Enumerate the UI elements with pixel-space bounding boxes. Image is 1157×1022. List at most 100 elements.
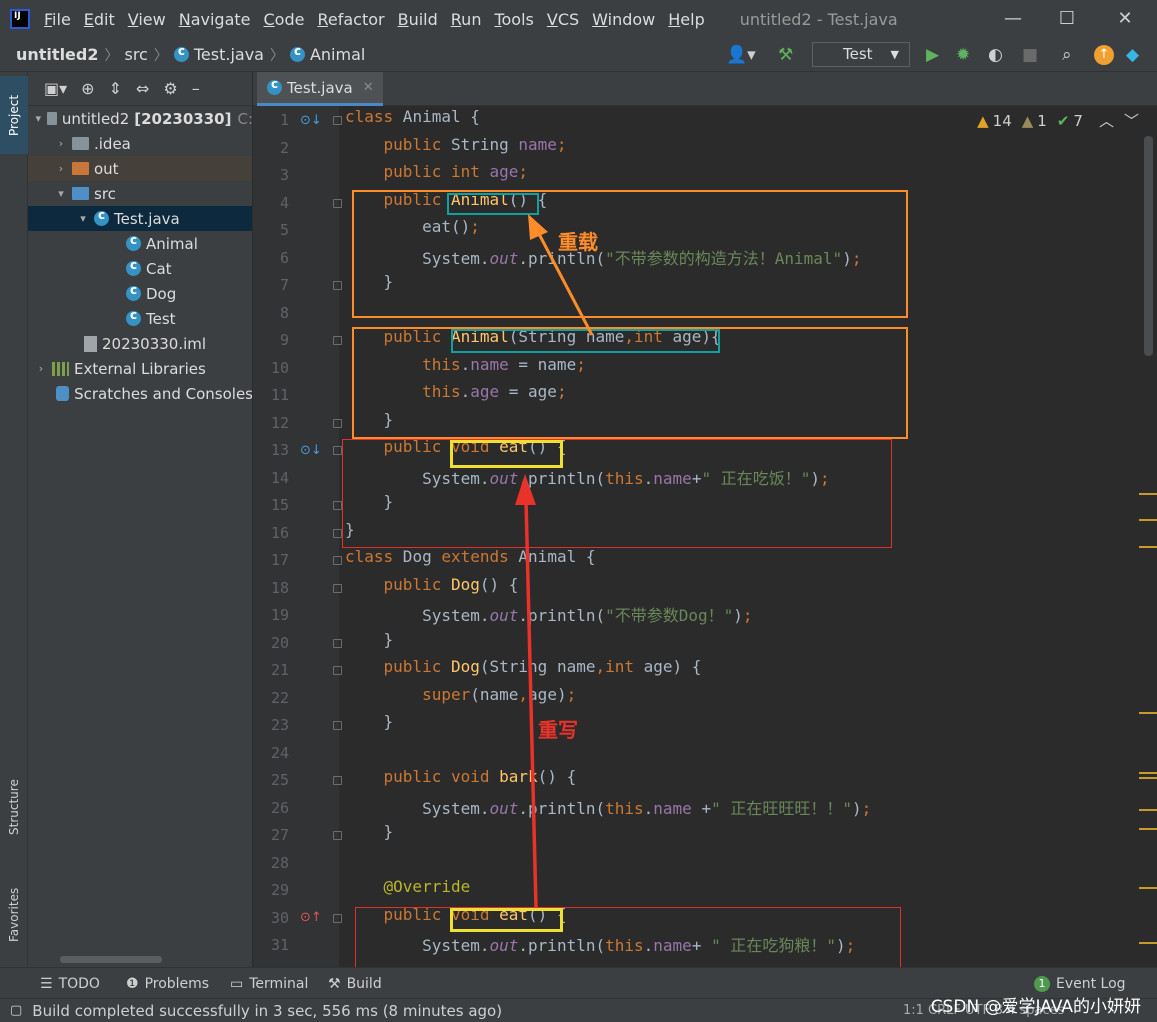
- menu-help[interactable]: Help: [668, 9, 705, 29]
- inspection-widget[interactable]: ▲ 14 ▲ 1 ✔ 7 ︿ ﹀: [977, 110, 1139, 131]
- coverage-icon[interactable]: ◐: [988, 45, 1003, 65]
- tree-item-iml[interactable]: 20230330.iml: [28, 331, 252, 356]
- tree-item-class-animal[interactable]: Animal: [28, 231, 252, 256]
- collapse-all-icon[interactable]: ⇔: [135, 79, 150, 98]
- project-horizontal-scrollbar[interactable]: [60, 956, 162, 963]
- menu-build[interactable]: Build: [397, 9, 438, 29]
- stop-icon[interactable]: ■: [1022, 45, 1039, 65]
- build-tool-button[interactable]: ⚒ Build: [328, 976, 382, 992]
- project-view-dropdown-icon[interactable]: ▣▾: [44, 79, 68, 98]
- search-icon[interactable]: ⌕: [1062, 45, 1072, 65]
- warning-marker[interactable]: [1139, 777, 1157, 779]
- fold-marker-icon[interactable]: [333, 528, 342, 538]
- tool-window-structure[interactable]: Structure: [7, 779, 21, 835]
- tab-test-java[interactable]: Test.java ✕: [257, 72, 383, 106]
- editor-vertical-scrollbar[interactable]: [1144, 136, 1153, 356]
- tool-window-project[interactable]: Project: [0, 76, 28, 154]
- warning-marker[interactable]: [1139, 712, 1157, 714]
- warning-marker[interactable]: [1139, 546, 1157, 548]
- tree-item-class-cat[interactable]: Cat: [28, 256, 252, 281]
- expand-all-icon[interactable]: ⇕: [108, 79, 122, 98]
- code-editor[interactable]: ▲ 14 ▲ 1 ✔ 7 ︿ ﹀: [339, 106, 1157, 967]
- menu-refactor[interactable]: Refactor: [317, 9, 385, 29]
- build-hammer-icon[interactable]: ⚒: [778, 45, 794, 65]
- locate-file-icon[interactable]: ⊕: [81, 79, 95, 98]
- csdn-watermark: CSDN @爱学JAVA的小妍妍: [930, 997, 1141, 1017]
- chevron-up-icon[interactable]: ︿: [1098, 112, 1114, 130]
- fold-marker-icon[interactable]: [333, 721, 342, 730]
- fold-marker-icon[interactable]: [333, 666, 342, 675]
- fold-marker-icon[interactable]: [333, 638, 342, 648]
- tree-item-scratches[interactable]: Scratches and Consoles: [28, 381, 252, 406]
- overridden-icon[interactable]: ⊙↓: [300, 443, 322, 458]
- fold-marker-icon[interactable]: [333, 831, 342, 840]
- menu-navigate[interactable]: Navigate: [178, 9, 251, 29]
- fold-marker-icon[interactable]: [333, 281, 342, 290]
- tree-item-external-libraries[interactable]: › External Libraries: [28, 356, 252, 381]
- user-icon[interactable]: 👤▾: [726, 45, 756, 65]
- tree-item-label: Test.java: [114, 209, 180, 228]
- tree-item-src[interactable]: ▾ src: [28, 181, 252, 206]
- menu-code[interactable]: Code: [263, 9, 305, 29]
- fold-marker-icon[interactable]: [333, 501, 342, 510]
- menu-view[interactable]: View: [127, 9, 166, 29]
- fold-marker-icon[interactable]: [333, 198, 342, 208]
- hide-panel-icon[interactable]: –: [191, 79, 200, 98]
- jetbrains-toolbox-icon[interactable]: ◆: [1126, 45, 1140, 65]
- menu-window[interactable]: Window: [592, 9, 656, 29]
- tree-item-class-dog[interactable]: Dog: [28, 281, 252, 306]
- tree-item-out[interactable]: › out: [28, 156, 252, 181]
- problems-tool-button[interactable]: ❶ Problems: [126, 976, 210, 992]
- tree-item-project-root[interactable]: ▾ untitled2 [20230330] C:: [28, 106, 252, 131]
- warning-marker[interactable]: [1139, 887, 1157, 889]
- fold-marker-icon[interactable]: [333, 913, 342, 923]
- menu-tools[interactable]: Tools: [494, 9, 534, 29]
- fold-marker-icon[interactable]: [333, 556, 342, 565]
- tool-window-favorites[interactable]: Favorites: [7, 887, 21, 942]
- fold-marker-icon[interactable]: [333, 336, 342, 345]
- warning-marker[interactable]: [1139, 519, 1157, 521]
- fold-marker-icon[interactable]: [333, 418, 342, 428]
- event-log-button[interactable]: 1 Event Log: [1034, 976, 1126, 992]
- fold-marker-icon[interactable]: [333, 116, 342, 125]
- tree-item-label: Animal: [146, 234, 198, 253]
- warning-marker[interactable]: [1139, 942, 1157, 944]
- terminal-tool-button[interactable]: ▭ Terminal: [230, 976, 309, 992]
- fold-marker-icon[interactable]: [333, 776, 342, 785]
- maximize-button[interactable]: ☐: [1058, 8, 1076, 29]
- run-configuration-select[interactable]: Test ▼: [812, 42, 910, 67]
- implemented-icon[interactable]: ⊙↓: [300, 113, 322, 128]
- breadcrumb-file[interactable]: Test.java: [193, 45, 264, 64]
- status-indicators[interactable]: 1:1 CRLF UTF-8 4 spaces: [903, 1003, 1065, 1018]
- line-number: 15: [270, 496, 289, 514]
- menu-file[interactable]: File: [44, 9, 71, 29]
- breadcrumb-project[interactable]: untitled2: [16, 45, 99, 64]
- tree-item-test-java[interactable]: ▾ Test.java: [28, 206, 252, 231]
- chevron-down-icon[interactable]: ﹀: [1123, 112, 1139, 130]
- close-button[interactable]: ✕: [1117, 8, 1133, 29]
- breadcrumb-class[interactable]: Animal: [309, 45, 366, 64]
- close-tab-icon[interactable]: ✕: [362, 80, 374, 95]
- breadcrumb-separator-icon: 〉: [153, 47, 168, 64]
- minimize-button[interactable]: —: [1004, 8, 1022, 29]
- update-icon[interactable]: ↑: [1094, 45, 1114, 65]
- breadcrumb-src[interactable]: src: [124, 45, 148, 64]
- menu-vcs[interactable]: VCS: [546, 9, 580, 29]
- debug-icon[interactable]: ✹: [956, 45, 971, 65]
- menu-edit[interactable]: Edit: [83, 9, 115, 29]
- tree-item-class-test[interactable]: Test: [28, 306, 252, 331]
- overrides-icon[interactable]: ⊙↑: [300, 910, 322, 925]
- gear-icon[interactable]: ⚙: [163, 79, 178, 98]
- tree-item-idea[interactable]: › .idea: [28, 131, 252, 156]
- status-message[interactable]: Build completed successfully in 3 sec, 5…: [32, 1001, 503, 1020]
- warning-marker[interactable]: [1139, 493, 1157, 495]
- todo-tool-button[interactable]: ☰ TODO: [40, 976, 100, 992]
- warning-marker[interactable]: [1139, 772, 1157, 774]
- toggle-tool-windows-icon[interactable]: ▢: [10, 1003, 23, 1018]
- run-icon[interactable]: ▶: [926, 45, 940, 65]
- warning-marker[interactable]: [1139, 828, 1157, 830]
- warning-marker[interactable]: [1139, 809, 1157, 811]
- fold-marker-icon[interactable]: [333, 583, 342, 593]
- fold-marker-icon[interactable]: [333, 446, 342, 455]
- menu-run[interactable]: Run: [450, 9, 482, 29]
